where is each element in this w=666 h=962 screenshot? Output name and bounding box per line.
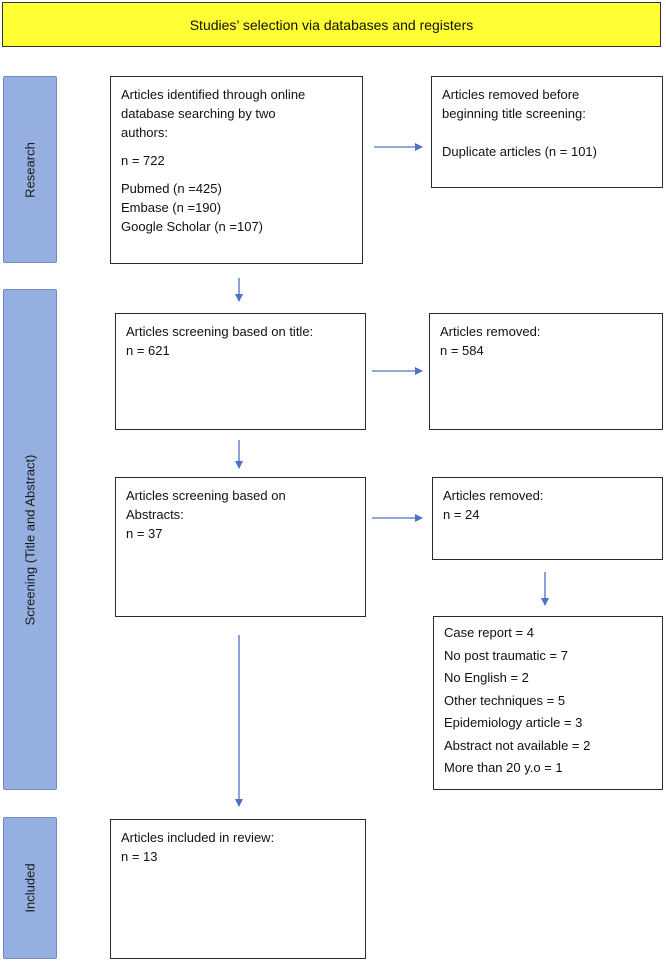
stage-label-research: Research — [22, 141, 38, 198]
abstract-screening-count: n = 37 — [126, 526, 163, 541]
stage-research: Research — [3, 76, 57, 263]
removed-title-box: Articles removed: n = 584 — [429, 313, 663, 430]
diagram-title: Studies’ selection via databases and reg… — [2, 2, 661, 47]
identified-line-2: database searching by two — [121, 106, 276, 121]
included-label: Articles included in review: — [121, 830, 275, 845]
removed-abstract-box: Articles removed: n = 24 — [432, 477, 663, 560]
exclusion-reason: Epidemiology article = 3 — [444, 715, 583, 730]
title-screening-count: n = 621 — [126, 343, 170, 358]
exclusion-reason: More than 20 y.o = 1 — [444, 760, 563, 775]
removed-abstract-count: n = 24 — [443, 507, 480, 522]
included-box: Articles included in review: n = 13 — [110, 819, 366, 959]
stage-label-included: Included — [22, 863, 38, 913]
identified-embase: Embase (n =190) — [121, 200, 222, 215]
identified-line-3: authors: — [121, 125, 168, 140]
removed-before-duplicates: Duplicate articles (n = 101) — [442, 144, 597, 159]
removed-before-line-1: Articles removed before — [442, 87, 580, 102]
abstract-screening-line-1: Articles screening based on — [126, 488, 286, 503]
exclusion-reason: No English = 2 — [444, 670, 529, 685]
exclusion-reason: Abstract not available = 2 — [444, 737, 591, 753]
stage-included: Included — [3, 817, 57, 959]
removed-abstract-label: Articles removed: — [443, 488, 544, 503]
identified-line-1: Articles identified through online — [121, 87, 306, 102]
exclusion-reason: Other techniques = 5 — [444, 692, 566, 708]
identified-scholar: Google Scholar (n =107) — [121, 219, 264, 234]
title-screening-box: Articles screening based on title: n = 6… — [115, 313, 366, 430]
stage-screening: Screening (Title and Abstract) — [3, 289, 57, 790]
exclusion-reason: No post traumatic = 7 — [444, 647, 568, 663]
included-count: n = 13 — [121, 849, 158, 864]
removed-before-line-2: beginning title screening: — [442, 106, 586, 121]
identified-count: n = 722 — [121, 153, 165, 168]
abstract-screening-box: Articles screening based on Abstracts: n… — [115, 477, 366, 617]
abstract-screening-line-2: Abstracts: — [126, 507, 184, 522]
removed-before-box: Articles removed before beginning title … — [431, 76, 663, 188]
exclusion-reason: Case report = 4 — [444, 625, 534, 640]
exclusion-reasons-box: Case report = 4 No post traumatic = 7 No… — [433, 616, 663, 790]
identified-box: Articles identified through online datab… — [110, 76, 363, 264]
identified-pubmed: Pubmed (n =425) — [121, 181, 222, 196]
removed-title-label: Articles removed: — [440, 324, 541, 339]
title-screening-label: Articles screening based on title: — [126, 324, 314, 339]
removed-title-count: n = 584 — [440, 343, 484, 358]
stage-label-screening: Screening (Title and Abstract) — [22, 454, 38, 625]
